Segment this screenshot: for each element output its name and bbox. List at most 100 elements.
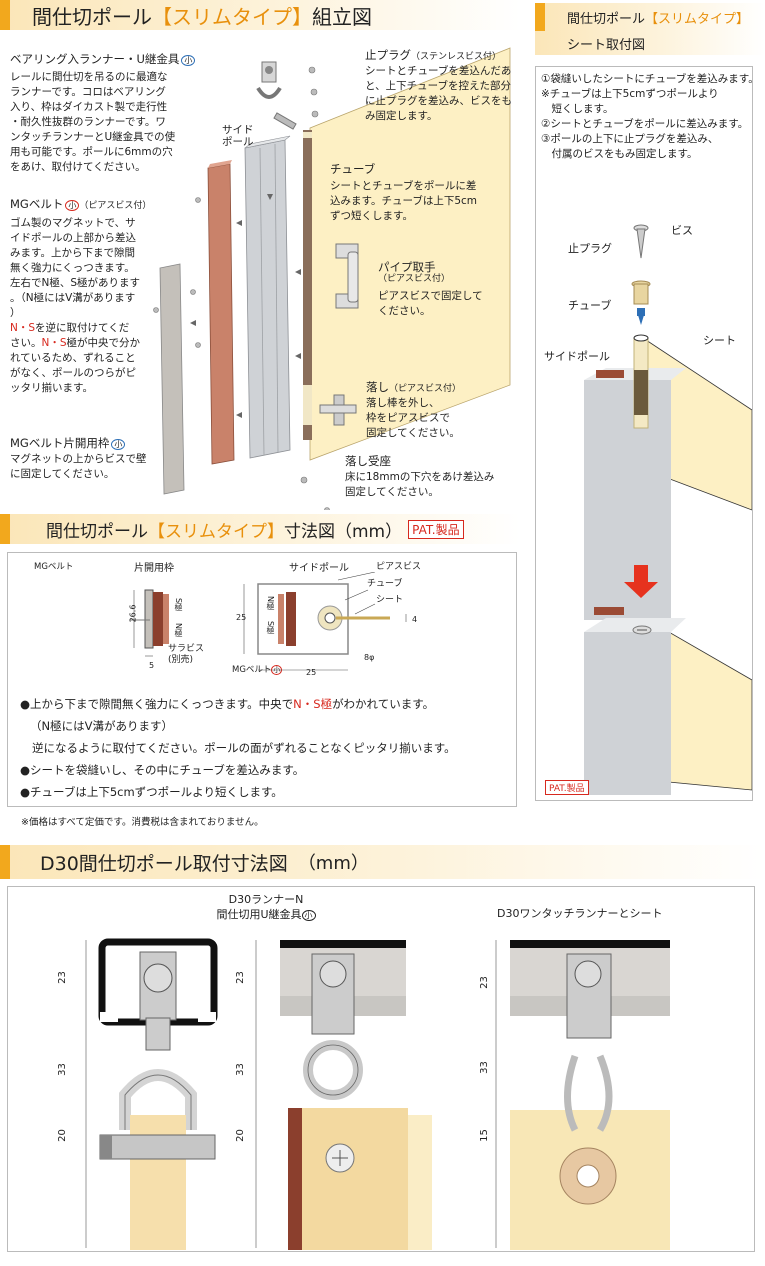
bearing-text-line: ・耐久性抜群のランナーです。ワ (10, 116, 166, 128)
seat-text-line: 固定してください。 (345, 486, 439, 498)
mg-text-4-line: れているため、ずれること (10, 352, 136, 364)
assembly-header: 間仕切ポール 【スリムタイプ】 組立図 (0, 0, 520, 30)
drop-shape (319, 394, 357, 426)
mg-text-1-line: 左右でN極、S極があります (10, 277, 141, 289)
mg-note: （ピアスビス付） (79, 201, 152, 211)
drop-text-line: 固定してください。 (366, 427, 460, 439)
bearing-badge: 小 (181, 55, 196, 66)
tube-shape (303, 130, 312, 440)
d30-fig3 (510, 940, 670, 1250)
drop-title: 落し（ピアスビス付） (366, 380, 462, 394)
d30-dim-33a: 33 (56, 1063, 68, 1076)
side-pole-shape (244, 139, 291, 459)
tube-text-line: ずつ短くします。 (330, 210, 413, 222)
d30-dim-23a: 23 (56, 971, 68, 984)
frame-s-pole: S極 (174, 598, 183, 612)
d30-drawings (85, 938, 670, 1250)
d30-dim-20b: 20 (234, 1129, 246, 1142)
mgframe-text-line: に固定してください。 (10, 468, 115, 480)
mg-title: MGベルト小（ピアスビス付） (10, 197, 152, 211)
drop-text: 落し棒を外し、枠をピアスビスで固定してください。 (366, 396, 460, 441)
sheet-steps-line: 付属のビスをもみ固定します。 (541, 148, 698, 160)
sheet-steps-line: ②シートとチューブをポールに差込みます。 (541, 118, 749, 130)
sheet-title-b: 【スリムタイプ】 (645, 12, 750, 27)
dims-panel (7, 552, 517, 807)
sheet-drawing (584, 224, 752, 795)
dims-tube: チューブ (367, 579, 403, 589)
bearing-text-line: ンタッチランナーとU継金具での使 (10, 131, 176, 143)
assembly-drawing (153, 47, 511, 510)
sheet-steps-line: ①袋縫いしたシートにチューブを差込みます。 (541, 73, 759, 85)
sheet-plug-label: 止プラグ (568, 242, 612, 255)
tube-text-line: 込みます。チューブは上下5cm (330, 195, 478, 207)
bearing-text-line: をあけ、取付けてください。 (10, 161, 146, 173)
stopper-text: シートとチューブを差込んだあと、上下チューブを控えた部分に止プラグを差込み、ビス… (365, 64, 512, 124)
seat-title: 落し受座 (345, 454, 391, 468)
bearing-title: ベアリング入ランナー・U継金具小 (10, 52, 196, 68)
dims-header: 間仕切ポール 【スリムタイプ】 寸法図（mm） PAT.製品 (0, 514, 520, 544)
sheet-pat-badge: PAT.製品 (545, 780, 589, 795)
dims-sheet: シート (376, 595, 404, 605)
mg-text-1-line: 無く強力にくっつきます。 (10, 262, 135, 274)
handle-shape (335, 243, 359, 309)
assembly-title-c: 組立図 (312, 4, 372, 29)
d30-dim-23c: 23 (478, 976, 490, 989)
d30-header: D30間仕切ポール取付寸法図 （mm） (0, 845, 765, 879)
mgframe-text-line: マグネットの上からビスで壁 (10, 453, 147, 465)
d30-dim-15c: 15 (478, 1129, 490, 1142)
mg-text-1-line: イドポールの上部から差込 (10, 232, 136, 244)
dims-bullets: ●上から下まで隙間無く強力にくっつきます。中央でN・S極がわかれています。 （N… (20, 697, 456, 799)
sheet-header: 間仕切ポール【スリムタイプ】 シート取付図 (535, 3, 765, 55)
dim-8: 8φ (364, 653, 375, 662)
sheet-screw-label: ビス (671, 224, 693, 237)
dim-5: 5 (149, 661, 155, 670)
pole-s-pole: S極 (266, 621, 275, 635)
dims-pierce: ピアスビス (376, 562, 422, 572)
d30-fig1 (98, 938, 218, 1250)
assembly-title-a: 間仕切ポール (32, 4, 152, 29)
dims-sara: サラビス(別売) (168, 644, 205, 665)
handle-title: パイプ取手 （ピアスビス付） (378, 260, 451, 284)
seat-text-line: 床に18mmの下穴をあけ差込み (345, 471, 495, 483)
bearing-text-line: レールに間仕切を吊るのに最適な (10, 71, 168, 83)
bearing-text-line: 入り、枠はダイカスト製で走行性 (10, 101, 168, 113)
mg-text-4-line: ッタリ揃います。 (10, 382, 93, 394)
bearing-text: レールに間仕切を吊るのに最適なランナーです。コロはベアリング入り、枠はダイカスト… (10, 70, 175, 175)
stopper-title: 止プラグ（ステンレスビス付） (365, 48, 502, 62)
frame-n-pole: N極 (174, 623, 183, 637)
d30-dim-23b: 23 (234, 971, 246, 984)
d30-dim-20a: 20 (56, 1129, 68, 1142)
drop-text-line: 枠をピアスビスで (366, 412, 450, 424)
sheet-steps: ①袋縫いしたシートにチューブを差込みます。※チューブは上下5cmずつポールより … (541, 72, 759, 162)
mg-text-1: ゴム製のマグネットで、サイドポールの上部から差込みます。上から下まで隙間無く強力… (10, 216, 140, 321)
mgframe-title: MGベルト片開用枠小 (10, 436, 126, 452)
dims-mg-belt: MGベルト (34, 562, 74, 572)
red-arrow (624, 565, 658, 598)
tube-title: チューブ (330, 162, 376, 176)
mg-text-2: N・Sを逆に取付けてくだ (10, 322, 130, 334)
handle-text-line: ピアスビスで固定して (378, 290, 483, 302)
sheet-panel (535, 66, 753, 801)
dim-25a: 25 (236, 613, 247, 622)
mg-frame-shape (159, 263, 185, 495)
mg-text-4: れているため、ずれることがなく、ポールのつらがピッタリ揃います。 (10, 351, 136, 396)
price-note: ※価格はすべて定価です。消費税は含まれておりません。 (21, 817, 264, 828)
sheet-pole-top (584, 380, 671, 620)
d30-onetouch-title: D30ワンタッチランナーとシート (497, 907, 663, 920)
mg-text-4-line: がなく、ポールのつらがピ (10, 367, 136, 379)
d30-panel (7, 886, 755, 1252)
mg-text-1-line: みます。上から下まで隙間 (10, 247, 135, 259)
stopper-text-line: み固定します。 (365, 110, 438, 122)
bearing-text-line: ランナーです。コロはベアリング (10, 86, 166, 98)
seat-text: 床に18mmの下穴をあけ差込み固定してください。 (345, 470, 494, 500)
sheet-title-a: 間仕切ポール (567, 12, 646, 27)
d30-dim-33c: 33 (478, 1061, 490, 1074)
bearing-text-line: 用も可能です。ポールに6mmの穴 (10, 146, 173, 158)
dim-26: 26.6 (128, 604, 138, 623)
drop-text-line: 落し棒を外し、 (366, 397, 440, 409)
dim-4: 4 (412, 615, 418, 624)
handle-text: ピアスビスで固定してください。 (378, 289, 483, 319)
sheet-plug-shape (631, 280, 651, 305)
dims-side-pole: サイドポール (289, 563, 349, 574)
